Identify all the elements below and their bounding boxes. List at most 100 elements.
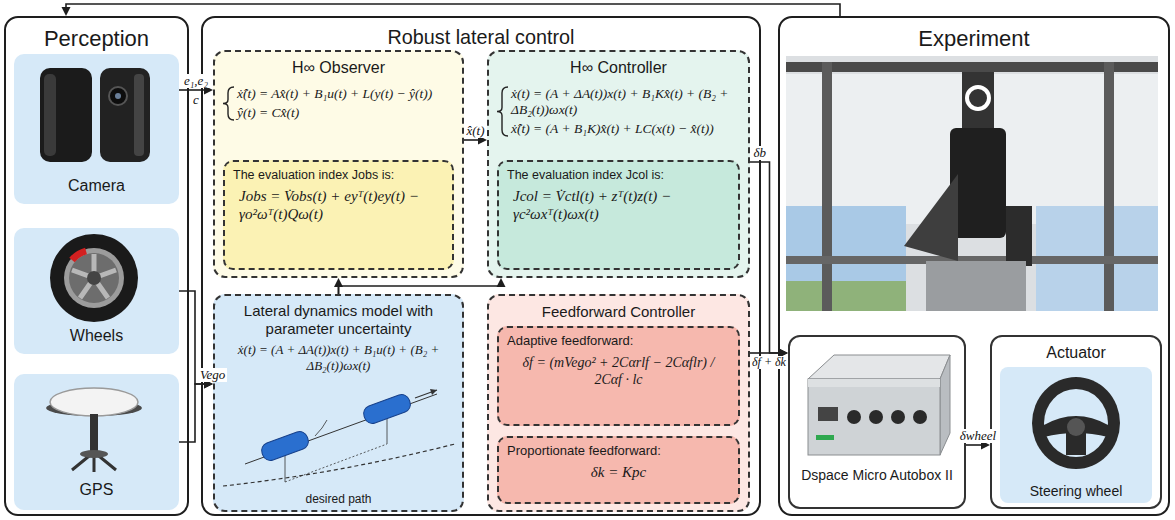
connector: [339, 278, 506, 294]
arrow-head: [478, 136, 487, 145]
actuator-name: Steering wheel: [1002, 483, 1150, 500]
sensor-name: Camera: [14, 176, 179, 195]
camera-icon-part: [100, 68, 150, 162]
sensor-box: Wheels: [14, 228, 179, 354]
connector-line: [966, 444, 981, 446]
steering-wheel-icon-part: [1044, 389, 1108, 457]
brace-line: [223, 87, 234, 120]
arrow-head: [204, 380, 213, 389]
dspace-device-part: [816, 435, 834, 440]
index-box: The evaluation index Jcol is:Jcol = V̇ct…: [497, 160, 740, 270]
dspace-device-part: [940, 355, 950, 455]
equation-brace: [496, 86, 510, 137]
wheel-icon-part: [72, 254, 116, 298]
equation: Jobs = V̇obs(t) + eyᵀ(t)ey(t) − γo²ωᵀ(t)…: [239, 187, 438, 223]
formula-box: Adaptive feedforward: δf = (mVego² + 2Cαr…: [497, 326, 740, 426]
dspace-device-part: [808, 379, 940, 387]
arrow-head: [779, 349, 788, 358]
dspace-device-part: [818, 407, 838, 421]
equation: ẋ(t) = (A + ΔA(t))x(t) + B₁u(t) + (B₂ + …: [225, 342, 452, 373]
connector: [179, 86, 213, 95]
connector-line: [339, 286, 502, 294]
arrow-head: [497, 278, 506, 287]
formula-caption: Adaptive feedforward:: [507, 333, 730, 349]
index-caption: The evaluation index Jobs is:: [233, 168, 444, 183]
sensor-box: GPS: [14, 374, 179, 510]
experiment-panel: Dspace Micro Autobox II ActuatorSteering…: [778, 16, 1170, 516]
camera-icon-part: [40, 68, 92, 162]
camera-icon-part: [115, 93, 121, 99]
experiment-photo-part: [950, 128, 1006, 238]
panel-title: Robust lateral control: [203, 26, 759, 50]
equation: δf = (mVego² + 2Cαrlf − 2Cαflr) / 2Cαf ·…: [509, 355, 728, 389]
wheel-icon-part: [87, 271, 101, 285]
device-name: Dspace Micro Autobox II: [794, 467, 960, 484]
connector-line: [464, 139, 478, 141]
vehicle-model-figure-part: [430, 389, 437, 395]
experiment-photo-part: [822, 62, 832, 311]
equation: ẋ̂(t) = Ax̂(t) + B₁u(t) + L(y(t) − ŷ(t)): [237, 86, 459, 102]
dspace-device-part: [891, 410, 905, 424]
experiment-photo: [786, 56, 1158, 311]
steering-wheel-icon-part: [1067, 418, 1085, 436]
dspace-device-part: [847, 410, 861, 424]
experiment-photo-part: [1006, 206, 1032, 266]
equation: ŷ(t) = Cx̂(t): [237, 105, 459, 121]
wheel-icon-part: [69, 253, 119, 303]
connector: [179, 291, 213, 389]
vehicle-model-figure-part: [259, 429, 310, 462]
equation: Jcol = V̇ctl(t) + zᵀ(t)z(t) − γc²ωxᵀ(t)ω…: [513, 187, 724, 223]
formula-caption: Proportionate feedforward:: [507, 443, 730, 459]
dspace-device-part: [913, 410, 927, 424]
connector: [966, 441, 990, 450]
connector: [750, 162, 788, 358]
equation: ẋ(t) = (A + ΔA(t))x(t) + B₁Kx̂(t) + (B₂ …: [511, 86, 739, 118]
panel-title: Perception: [6, 26, 187, 52]
connector: [62, 4, 841, 16]
arrow-head: [204, 380, 213, 389]
vehicle-model-figure-part-part: [361, 392, 412, 425]
wheel-icon-part: [72, 251, 86, 260]
panel-title: Experiment: [780, 26, 1168, 52]
wheel-icon: [14, 230, 175, 326]
signal-label: x̂(t): [464, 124, 486, 138]
path-label: desired path: [215, 492, 462, 506]
perception-panel: Camera Wheels GPS Perception: [4, 16, 189, 516]
experiment-photo-part: [962, 72, 994, 132]
experiment-photo-part: [786, 281, 906, 311]
box-heading: Actuator: [992, 343, 1160, 362]
experiment-photo-part: [967, 87, 989, 109]
camera-icon: [14, 56, 175, 171]
actuator-box: ActuatorSteering wheel: [990, 335, 1162, 509]
equation-brace: [222, 86, 236, 121]
index-box: The evaluation index Jobs is: Jobs = V̇ob…: [223, 160, 454, 270]
experiment-photo-part: [926, 261, 1026, 311]
sensor-name: Wheels: [14, 326, 179, 345]
vehicle-model-figure-part-part: [259, 429, 310, 462]
signal-label: c: [191, 93, 201, 107]
gps-icon-part: [80, 450, 108, 458]
connector-line: [750, 162, 779, 353]
experiment-photo-part: [786, 62, 1158, 72]
connector: [750, 349, 788, 358]
connector: [464, 136, 487, 145]
dspace-device-part: [808, 355, 950, 379]
dspace-device-part: [808, 379, 940, 455]
wheel-icon-part: [50, 234, 138, 322]
vehicle-model-figure-part: [415, 390, 437, 398]
box-heading: H∞ Observer: [215, 58, 462, 77]
signal-label: δf + δk: [750, 356, 788, 369]
connector: [179, 380, 213, 443]
steering-wheel-icon-part: [1032, 377, 1120, 469]
vehicle-model-figure-part: [315, 420, 327, 436]
connector-line: [750, 352, 779, 354]
camera-icon-part: [134, 74, 144, 156]
connector-line: [66, 4, 840, 16]
device-box: Dspace Micro Autobox II: [788, 335, 966, 509]
formula-box: Proportionate feedforward:δk = Kpc: [497, 436, 740, 504]
gps-icon: [14, 376, 175, 476]
control-panel: The evaluation index Jobs is: Jobs = V̇ob…: [201, 16, 761, 516]
dspace-device-part: [869, 410, 883, 424]
box-heading: H∞ Controller: [489, 58, 748, 77]
